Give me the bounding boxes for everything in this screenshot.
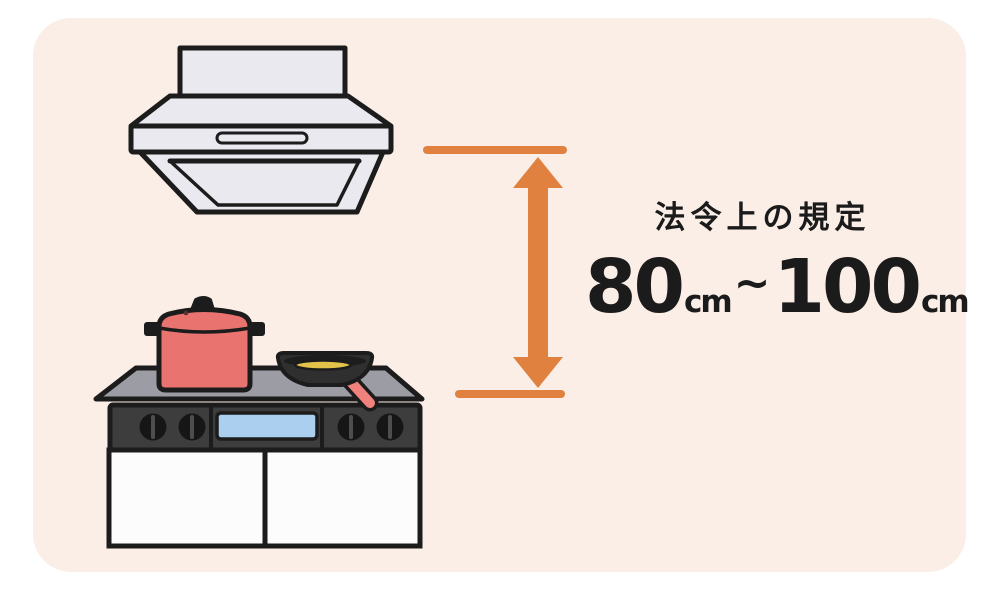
pot-body: [156, 307, 253, 393]
pan-food: [293, 359, 353, 371]
pot-lid-vent: [183, 310, 189, 316]
measurement-caption: 法令上の規定 80cm~100cm: [585, 192, 970, 330]
caption-title: 法令上の規定: [654, 200, 871, 236]
frying-pan-icon: [275, 351, 379, 412]
range-min-unit: cm: [683, 284, 733, 320]
double-arrow-icon: [513, 157, 563, 388]
range-max-unit: cm: [921, 284, 970, 320]
range-separator: ~: [733, 258, 771, 309]
caption-range: 80cm~100cm: [585, 244, 970, 330]
pan-handle: [345, 376, 375, 408]
stove-display-window: [215, 411, 319, 441]
hood-upper-canopy: [128, 93, 394, 129]
range-min-value: 80: [585, 244, 685, 330]
pot-icon: [144, 296, 265, 393]
pot-lid-knob: [190, 296, 215, 312]
hood-duct: [177, 45, 348, 99]
hood-lower-canopy: [137, 149, 386, 215]
hood-vent-slot: [215, 131, 309, 145]
pot-lid-seam: [158, 326, 251, 334]
range-max-value: 100: [773, 244, 922, 330]
range-hood-icon: [128, 45, 394, 215]
stove-icon: [93, 365, 425, 549]
measure-arrow: [423, 146, 567, 398]
